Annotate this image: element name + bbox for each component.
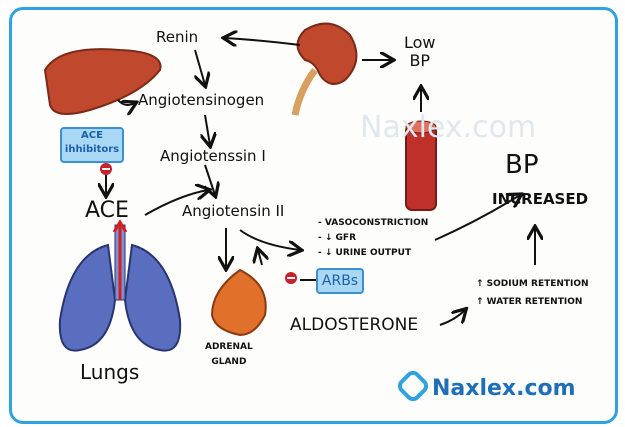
effect-item: - ↓ GFR [318, 233, 357, 243]
brand-label: Naxlex.com [432, 376, 576, 401]
bp-label: BP [505, 150, 539, 180]
ace-inhibitors-line2: ihhibitors [64, 144, 120, 155]
effect-item: - VASOCONSTRICTION [318, 218, 429, 228]
renin-label: Renin [156, 28, 199, 46]
angiotensin2-label: Angiotensin II [182, 202, 285, 220]
aldosterone-label: ALDOSTERONE [290, 315, 419, 335]
effects-list: - VASOCONSTRICTION - ↓ GFR - ↓ URINE OUT… [318, 216, 428, 261]
kidney-icon [291, 22, 358, 116]
low-bp-label: Low BP [404, 33, 436, 70]
lungs-icon [58, 219, 182, 352]
retention-list: ↑ SODIUM RETENTION ↑ WATER RETENTION [476, 275, 589, 311]
liver-icon [43, 48, 162, 115]
effect-item: - ↓ URINE OUTPUT [318, 248, 412, 258]
arbs-box: ARBs [316, 268, 364, 294]
naxlex-logo-icon [397, 370, 429, 402]
retention-item: ↑ SODIUM RETENTION [476, 279, 589, 289]
ace-label: ACE [85, 198, 129, 223]
adrenal-gland-icon [210, 268, 267, 337]
increased-label: INCREASED [492, 190, 589, 208]
ace-inhibitors-box: ACE ihhibitors [60, 127, 124, 163]
angiotensin1-label: Angiotenssin I [160, 147, 266, 165]
adrenal-gland-label: ADRENAL GLAND [205, 342, 253, 367]
ace-inhibitors-line1: ACE [81, 130, 103, 141]
retention-item: ↑ WATER RETENTION [476, 297, 583, 307]
blood-vessel-icon [405, 120, 437, 211]
lungs-label: Lungs [80, 360, 140, 384]
angiotensinogen-label: Angiotensinogen [138, 91, 265, 109]
watermark: Naxlex.com [360, 110, 537, 145]
